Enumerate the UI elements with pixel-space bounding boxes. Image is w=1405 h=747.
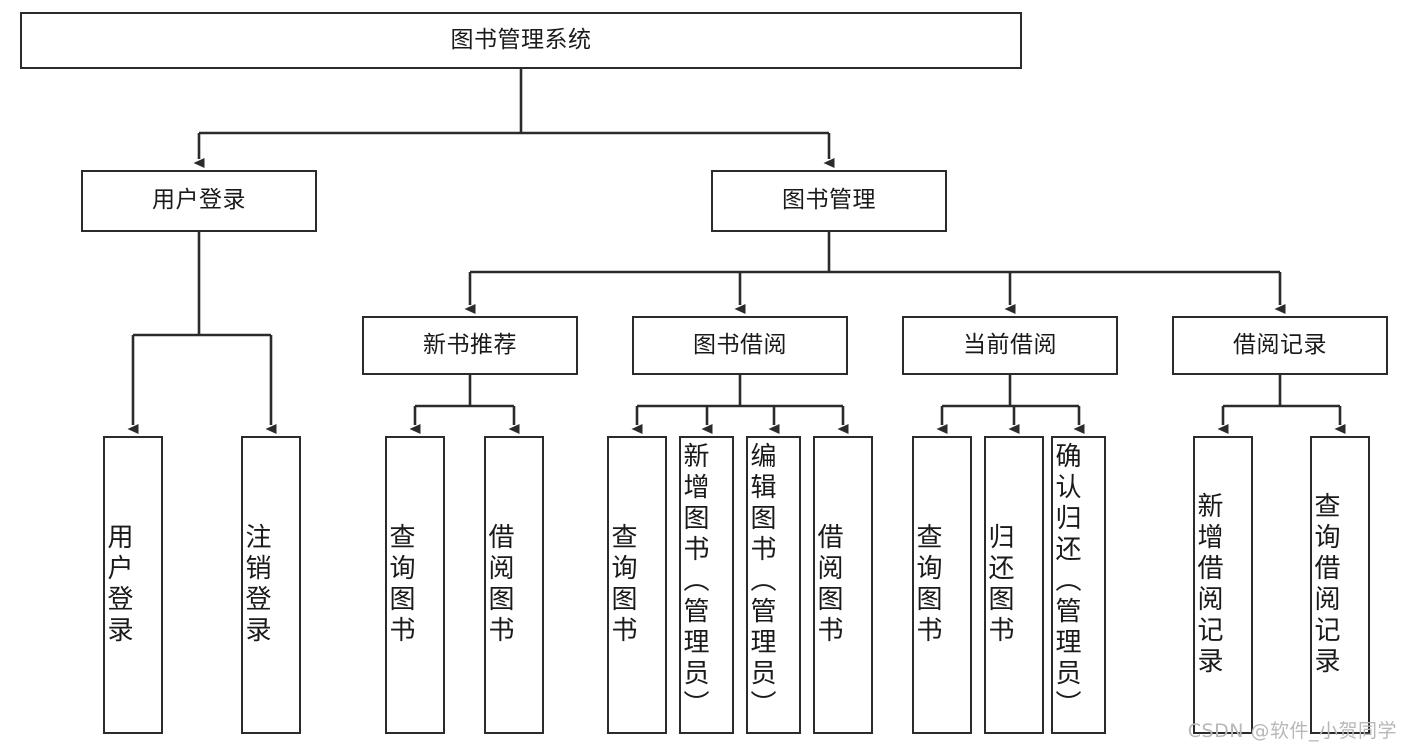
node-leaf-query-book-3[interactable]: 查询图书: [912, 436, 972, 734]
node-leaf-user-logout[interactable]: 注销登录: [241, 436, 301, 734]
node-label: 借阅记录: [1233, 331, 1327, 358]
node-leaf-query-record[interactable]: 查询借阅记录: [1310, 436, 1370, 734]
node-label: 图书管理: [782, 187, 876, 214]
node-label: 查询借阅记录: [1310, 492, 1340, 678]
node-book-manage[interactable]: 图书管理: [711, 170, 947, 232]
node-book-borrow[interactable]: 图书借阅: [632, 316, 848, 375]
node-leaf-query-book-1[interactable]: 查询图书: [385, 436, 445, 734]
node-label: 借阅图书: [813, 523, 843, 647]
node-leaf-user-login[interactable]: 用户登录: [103, 436, 163, 734]
node-borrow-record[interactable]: 借阅记录: [1172, 316, 1388, 375]
node-label: 图书管理系统: [450, 26, 592, 53]
node-label: 查询图书: [385, 523, 415, 647]
node-leaf-add-book[interactable]: 新增图书（管理员）: [679, 436, 734, 734]
node-root[interactable]: 图书管理系统: [20, 12, 1022, 69]
node-leaf-borrow-book-1[interactable]: 借阅图书: [484, 436, 544, 734]
node-label: 注销登录: [241, 523, 271, 647]
watermark-text: CSDN @软件_小贺同学: [1187, 720, 1397, 742]
node-label: 图书借阅: [693, 331, 787, 358]
node-label: 借阅图书: [484, 523, 514, 647]
node-label: 归还图书: [984, 523, 1014, 647]
node-leaf-edit-book[interactable]: 编辑图书（管理员）: [746, 436, 801, 734]
node-leaf-query-book-2[interactable]: 查询图书: [607, 436, 667, 734]
node-label: 编辑图书（管理员）: [746, 442, 776, 721]
node-leaf-return-book[interactable]: 归还图书: [984, 436, 1044, 734]
node-leaf-borrow-book-2[interactable]: 借阅图书: [813, 436, 873, 734]
node-label: 用户登录: [103, 523, 133, 647]
node-leaf-confirm-return[interactable]: 确认归还（管理员）: [1051, 436, 1106, 734]
node-label: 当前借阅: [963, 331, 1057, 358]
node-label: 查询图书: [912, 523, 942, 647]
node-current-borrow[interactable]: 当前借阅: [902, 316, 1118, 375]
node-label: 新书推荐: [423, 331, 517, 358]
node-new-book-rec[interactable]: 新书推荐: [362, 316, 578, 375]
connector-lines: [127, 69, 1346, 434]
node-label: 确认归还（管理员）: [1051, 442, 1081, 721]
node-label: 新增图书（管理员）: [679, 442, 709, 721]
node-user-login[interactable]: 用户登录: [81, 170, 317, 232]
node-leaf-add-record[interactable]: 新增借阅记录: [1193, 436, 1253, 734]
node-label: 查询图书: [607, 523, 637, 647]
node-label: 新增借阅记录: [1193, 492, 1223, 678]
node-label: 用户登录: [152, 187, 246, 214]
